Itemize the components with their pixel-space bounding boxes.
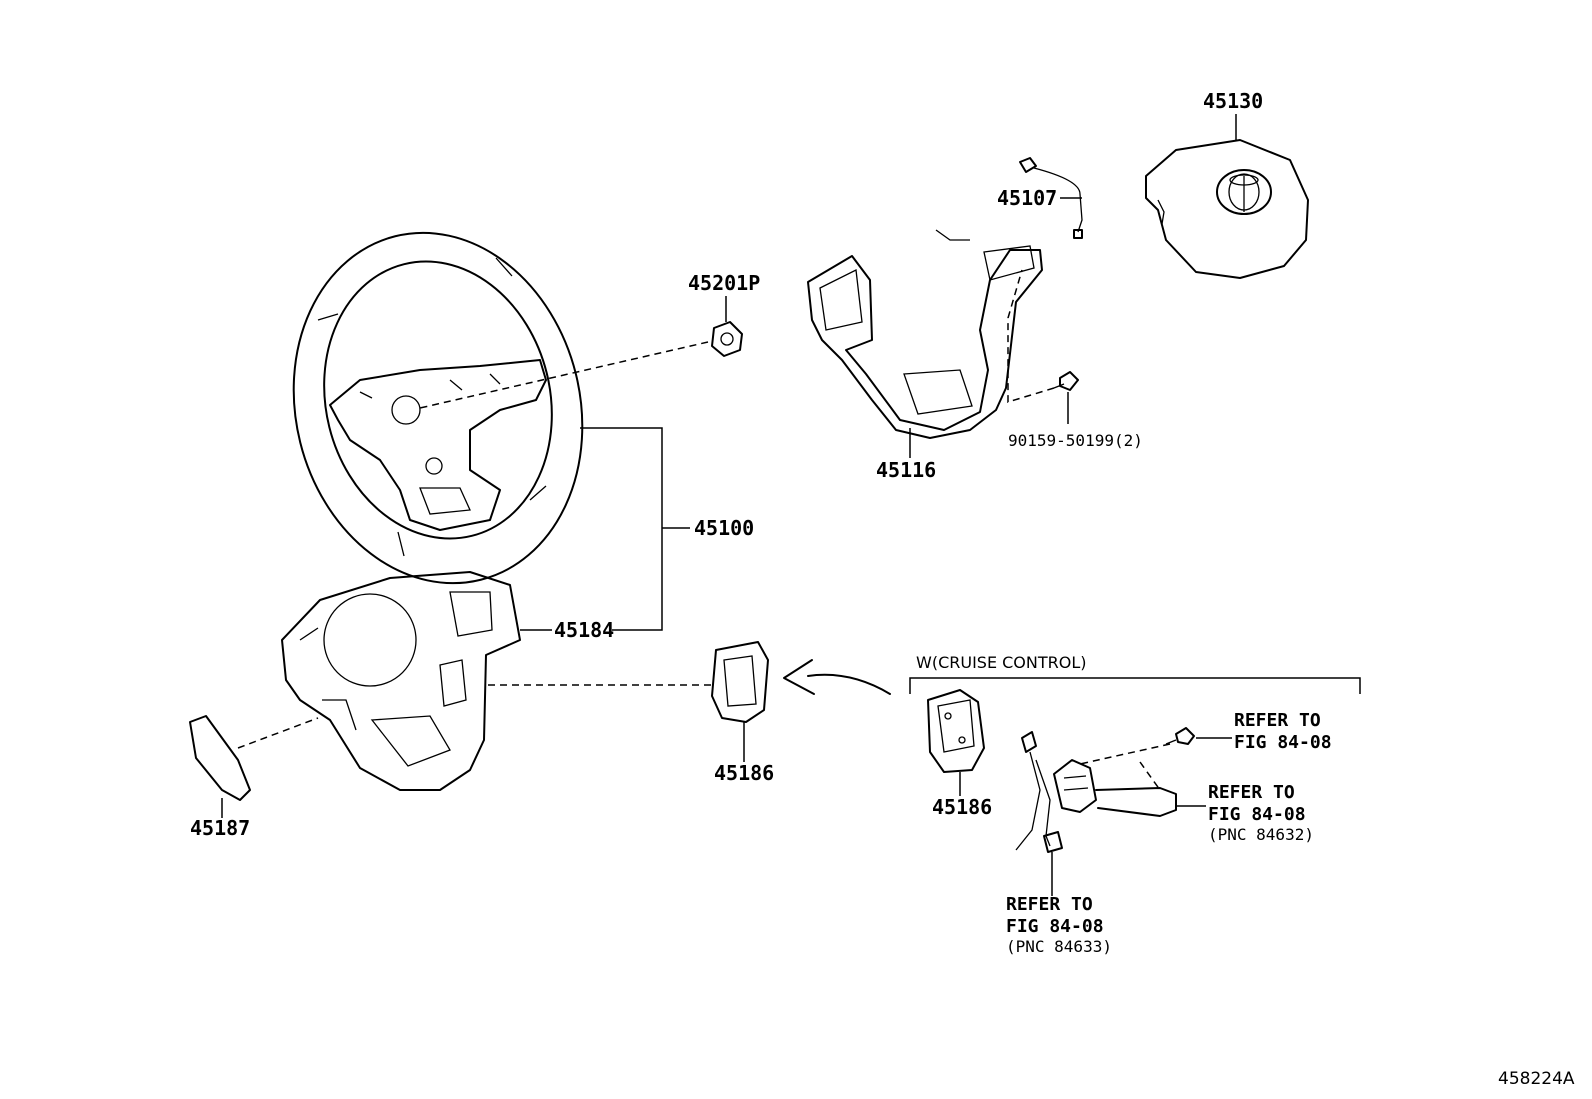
label-45186-cruise: 45186 <box>932 795 992 819</box>
label-45100: 45100 <box>694 516 754 540</box>
cruise-switch <box>1053 759 1177 817</box>
cruise-bolt <box>1165 727 1195 745</box>
ref-bolt-line1: REFER TO <box>1234 710 1321 731</box>
cruise-control-header: W(CRUISE CONTROL) <box>916 653 1087 672</box>
ref-switch-line1: REFER TO <box>1208 782 1295 803</box>
ref-note-switch: REFER TO FIG 84-08 (PNC 84632) <box>1208 782 1314 844</box>
screw-90159 <box>1053 371 1079 391</box>
ref-note-bolt: REFER TO FIG 84-08 <box>1234 710 1332 753</box>
airbag-45130 <box>1145 139 1309 279</box>
nut-45201p <box>711 321 743 357</box>
steering-wheel <box>292 231 584 585</box>
garnish-45116 <box>807 229 1043 439</box>
label-45201p: 45201P <box>688 271 760 295</box>
diagram-id: 458224A <box>1498 1069 1575 1089</box>
ref-switch-line2: FIG 84-08 <box>1208 804 1306 825</box>
trim-cover-45187 <box>189 715 251 801</box>
label-45184: 45184 <box>554 618 614 642</box>
cover-45186 <box>711 641 769 723</box>
lower-cover <box>281 571 521 791</box>
cruise-cover-45186 <box>927 689 985 773</box>
ref-harness-line1: REFER TO <box>1006 894 1093 915</box>
cruise-group-bracket <box>909 677 1361 694</box>
label-45187: 45187 <box>190 816 250 840</box>
direction-arrow <box>783 659 891 695</box>
ref-bolt-line2: FIG 84-08 <box>1234 732 1332 753</box>
ref-switch-line3: (PNC 84632) <box>1208 825 1314 844</box>
ref-note-harness: REFER TO FIG 84-08 (PNC 84633) <box>1006 894 1112 956</box>
label-90159: 90159-50199(2) <box>1008 431 1143 450</box>
label-45107: 45107 <box>997 186 1057 210</box>
cruise-harness <box>1015 731 1063 853</box>
ref-harness-line3: (PNC 84633) <box>1006 937 1112 956</box>
ref-harness-line2: FIG 84-08 <box>1006 916 1104 937</box>
label-45116: 45116 <box>876 458 936 482</box>
label-45186: 45186 <box>714 761 774 785</box>
wire-45107 <box>1019 157 1083 239</box>
label-45130: 45130 <box>1203 89 1263 113</box>
